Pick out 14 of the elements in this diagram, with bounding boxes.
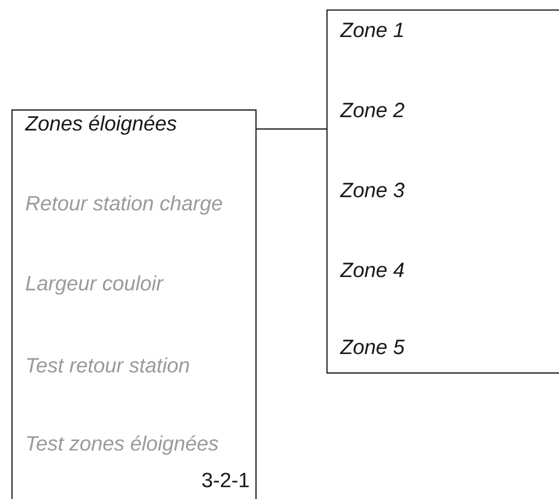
menu-panel: [326, 9, 559, 374]
menu-item: Largeur couloir: [26, 275, 164, 295]
menu-item: Zones éloignées: [24, 115, 176, 135]
menu-item: Test retour station: [27, 357, 189, 373]
menu-item: Zone 4: [340, 262, 404, 278]
menu-item: Test zones éloignées: [27, 435, 218, 455]
connector-line: [256, 128, 327, 130]
menu-item: Zone 5: [340, 340, 405, 354]
menu-item: Zone 3: [340, 182, 404, 198]
page-number: 3-2-1: [202, 472, 249, 488]
menu-item: Zone 1: [340, 22, 403, 38]
menu-item: Zone 2: [340, 102, 404, 118]
menu-panel: [11, 109, 257, 499]
menu-item: Retour station charge: [26, 195, 222, 215]
